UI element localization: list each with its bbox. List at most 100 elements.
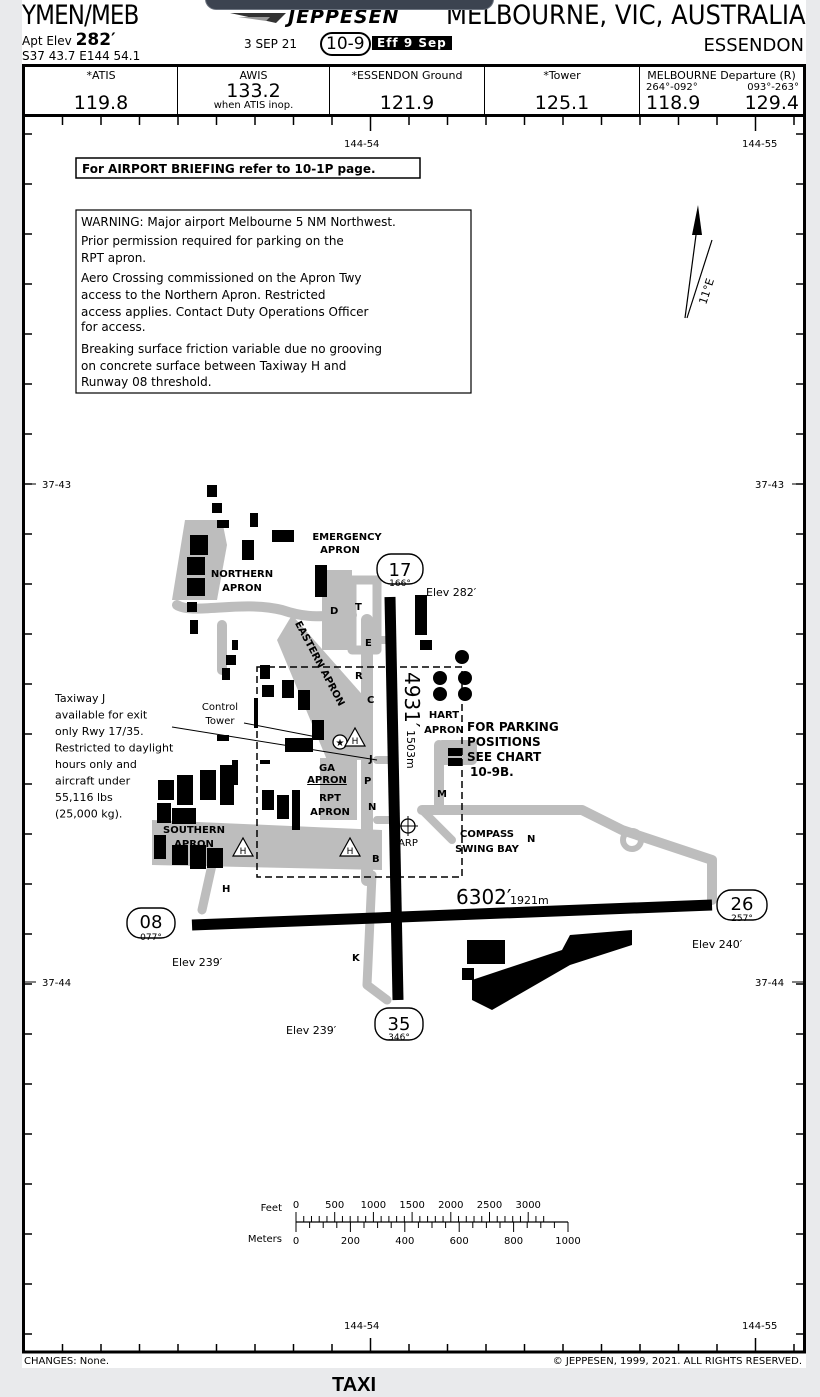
taxiway-label: N [368, 802, 376, 813]
taxiway-j-note-line: (25,000 kg). [55, 808, 122, 821]
freq-tower: *Tower 125.1 [485, 67, 640, 114]
runway-08-26 [191, 899, 713, 931]
lon-label: 144-55 [742, 139, 777, 150]
fuel-tank [433, 687, 447, 701]
runway-heading: 077° [140, 933, 162, 943]
airport-name: ESSENDON [703, 35, 804, 56]
control-tower-label: Tower [205, 716, 236, 727]
building [190, 845, 206, 869]
parking-note-line: FOR PARKING [467, 720, 559, 734]
runway-number: 26 [731, 894, 754, 915]
scale-meter-tick-label: 400 [395, 1236, 414, 1247]
apron-label: APRON [424, 725, 464, 736]
taxiway-label: C [367, 695, 374, 706]
apron-label: HART [429, 710, 459, 721]
freq-label: MELBOURNE Departure (R) [647, 69, 796, 82]
runway-number: 35 [388, 1014, 411, 1035]
freq-value: 129.4 [744, 92, 799, 114]
warning-line: Prior permission required for parking on… [81, 234, 344, 248]
magvar-label: 11°E [696, 277, 717, 306]
taxiway-label: E [365, 638, 372, 649]
length-m: 1921m [510, 894, 549, 907]
lat-label: 37-44 [755, 978, 784, 989]
runway-35-label: 35 346° [374, 1007, 424, 1043]
chart-date: 3 SEP 21 [244, 37, 297, 51]
apt-elev-value: 282′ [75, 30, 116, 50]
arp-label: ARP [398, 838, 418, 849]
freq-departure: MELBOURNE Departure (R) 264°-092° 093°-2… [640, 67, 803, 114]
building [217, 520, 229, 528]
svg-text:H: H [240, 847, 247, 857]
runway-17-label: 17 166° [376, 553, 424, 589]
briefing-note: For AIRPORT BRIEFING refer to 10-1P page… [75, 157, 421, 179]
freq-atis: *ATIS 119.8 [25, 67, 178, 114]
runway-17-elev: Elev 282′ [426, 586, 477, 599]
apron-label: APRON [222, 583, 262, 594]
length-ft: 6302′ [456, 885, 512, 909]
chart-frame [22, 117, 806, 1354]
control-tower-label: Control [202, 702, 238, 713]
building [172, 808, 196, 824]
taxiway-j-note-line: 55,116 lbs [55, 791, 113, 804]
freq-awis: AWIS 133.2 when ATIS inop. [178, 67, 330, 114]
scale-meter-tick-label: 200 [341, 1236, 360, 1247]
control-tower-icon: ★ [332, 734, 348, 750]
parking-note-line: POSITIONS [467, 735, 541, 749]
airport-chart: YMEN/MEB Apt Elev 282′ S37 43.7 E144 54.… [22, 0, 806, 1368]
building [277, 795, 289, 819]
building [315, 565, 327, 597]
building [187, 578, 205, 596]
building [292, 790, 300, 830]
runway-08-elev: Elev 239′ [172, 956, 223, 969]
parking-note-line: 10-9B. [470, 765, 514, 779]
length-m: 1503m [404, 730, 417, 769]
taxiway-j-note-line: Restricted to daylight [55, 742, 174, 755]
buildings [154, 485, 632, 1010]
fuel-tank [458, 671, 472, 685]
chart-number: 10-9 [320, 32, 371, 56]
taxiway-j-note-line: Taxiway J [54, 692, 105, 705]
warning-line: access to the Northern Apron. Restricted [81, 288, 326, 302]
warning-line: for access. [81, 320, 146, 334]
scale-feet-tick-label: 3000 [515, 1200, 540, 1211]
freq-label: AWIS [239, 69, 268, 82]
building [222, 668, 230, 680]
taxiway-label: N [527, 834, 535, 845]
building [207, 485, 217, 497]
building [472, 930, 632, 1010]
app-notch-bar [205, 0, 494, 10]
arp-icon [398, 816, 418, 836]
runway-08-26-length: 6302′ 1921m [456, 885, 549, 909]
brand-name: JEPPESEN [288, 6, 400, 28]
helipad-icon: H [343, 726, 367, 747]
scale-meter-tick-label: 1000 [555, 1236, 580, 1247]
building [298, 690, 310, 710]
svg-text:★: ★ [336, 738, 345, 749]
tab-taxi[interactable]: TAXI [332, 1374, 377, 1396]
taxiway-label: D [330, 606, 338, 617]
apron-label: APRON [307, 775, 347, 786]
warning-line: on concrete surface between Taxiway H an… [81, 359, 346, 373]
runway-26-elev: Elev 240′ [692, 938, 743, 951]
scale-feet-tick-label: 1000 [361, 1200, 386, 1211]
lon-label: 144-54 [344, 1321, 379, 1332]
building [420, 640, 432, 650]
apron-label: RPT [319, 793, 341, 804]
building [172, 845, 188, 865]
freq-note: when ATIS inop. [213, 100, 294, 111]
building [282, 680, 294, 698]
freq-label: *ESSENDON Ground [351, 69, 463, 82]
building [200, 770, 216, 800]
runway-heading: 257° [731, 914, 753, 924]
apron-label: APRON [174, 839, 214, 850]
apron-label: APRON [310, 807, 350, 818]
freq-value: 121.9 [379, 92, 435, 114]
lon-label: 144-55 [742, 1321, 777, 1332]
building [157, 803, 171, 823]
length-ft: 4931′ [400, 672, 424, 728]
building [462, 968, 474, 980]
runway-heading: 166° [389, 579, 411, 589]
building [262, 790, 274, 810]
runway-17-35-length: 4931′ 1503m [400, 672, 424, 769]
